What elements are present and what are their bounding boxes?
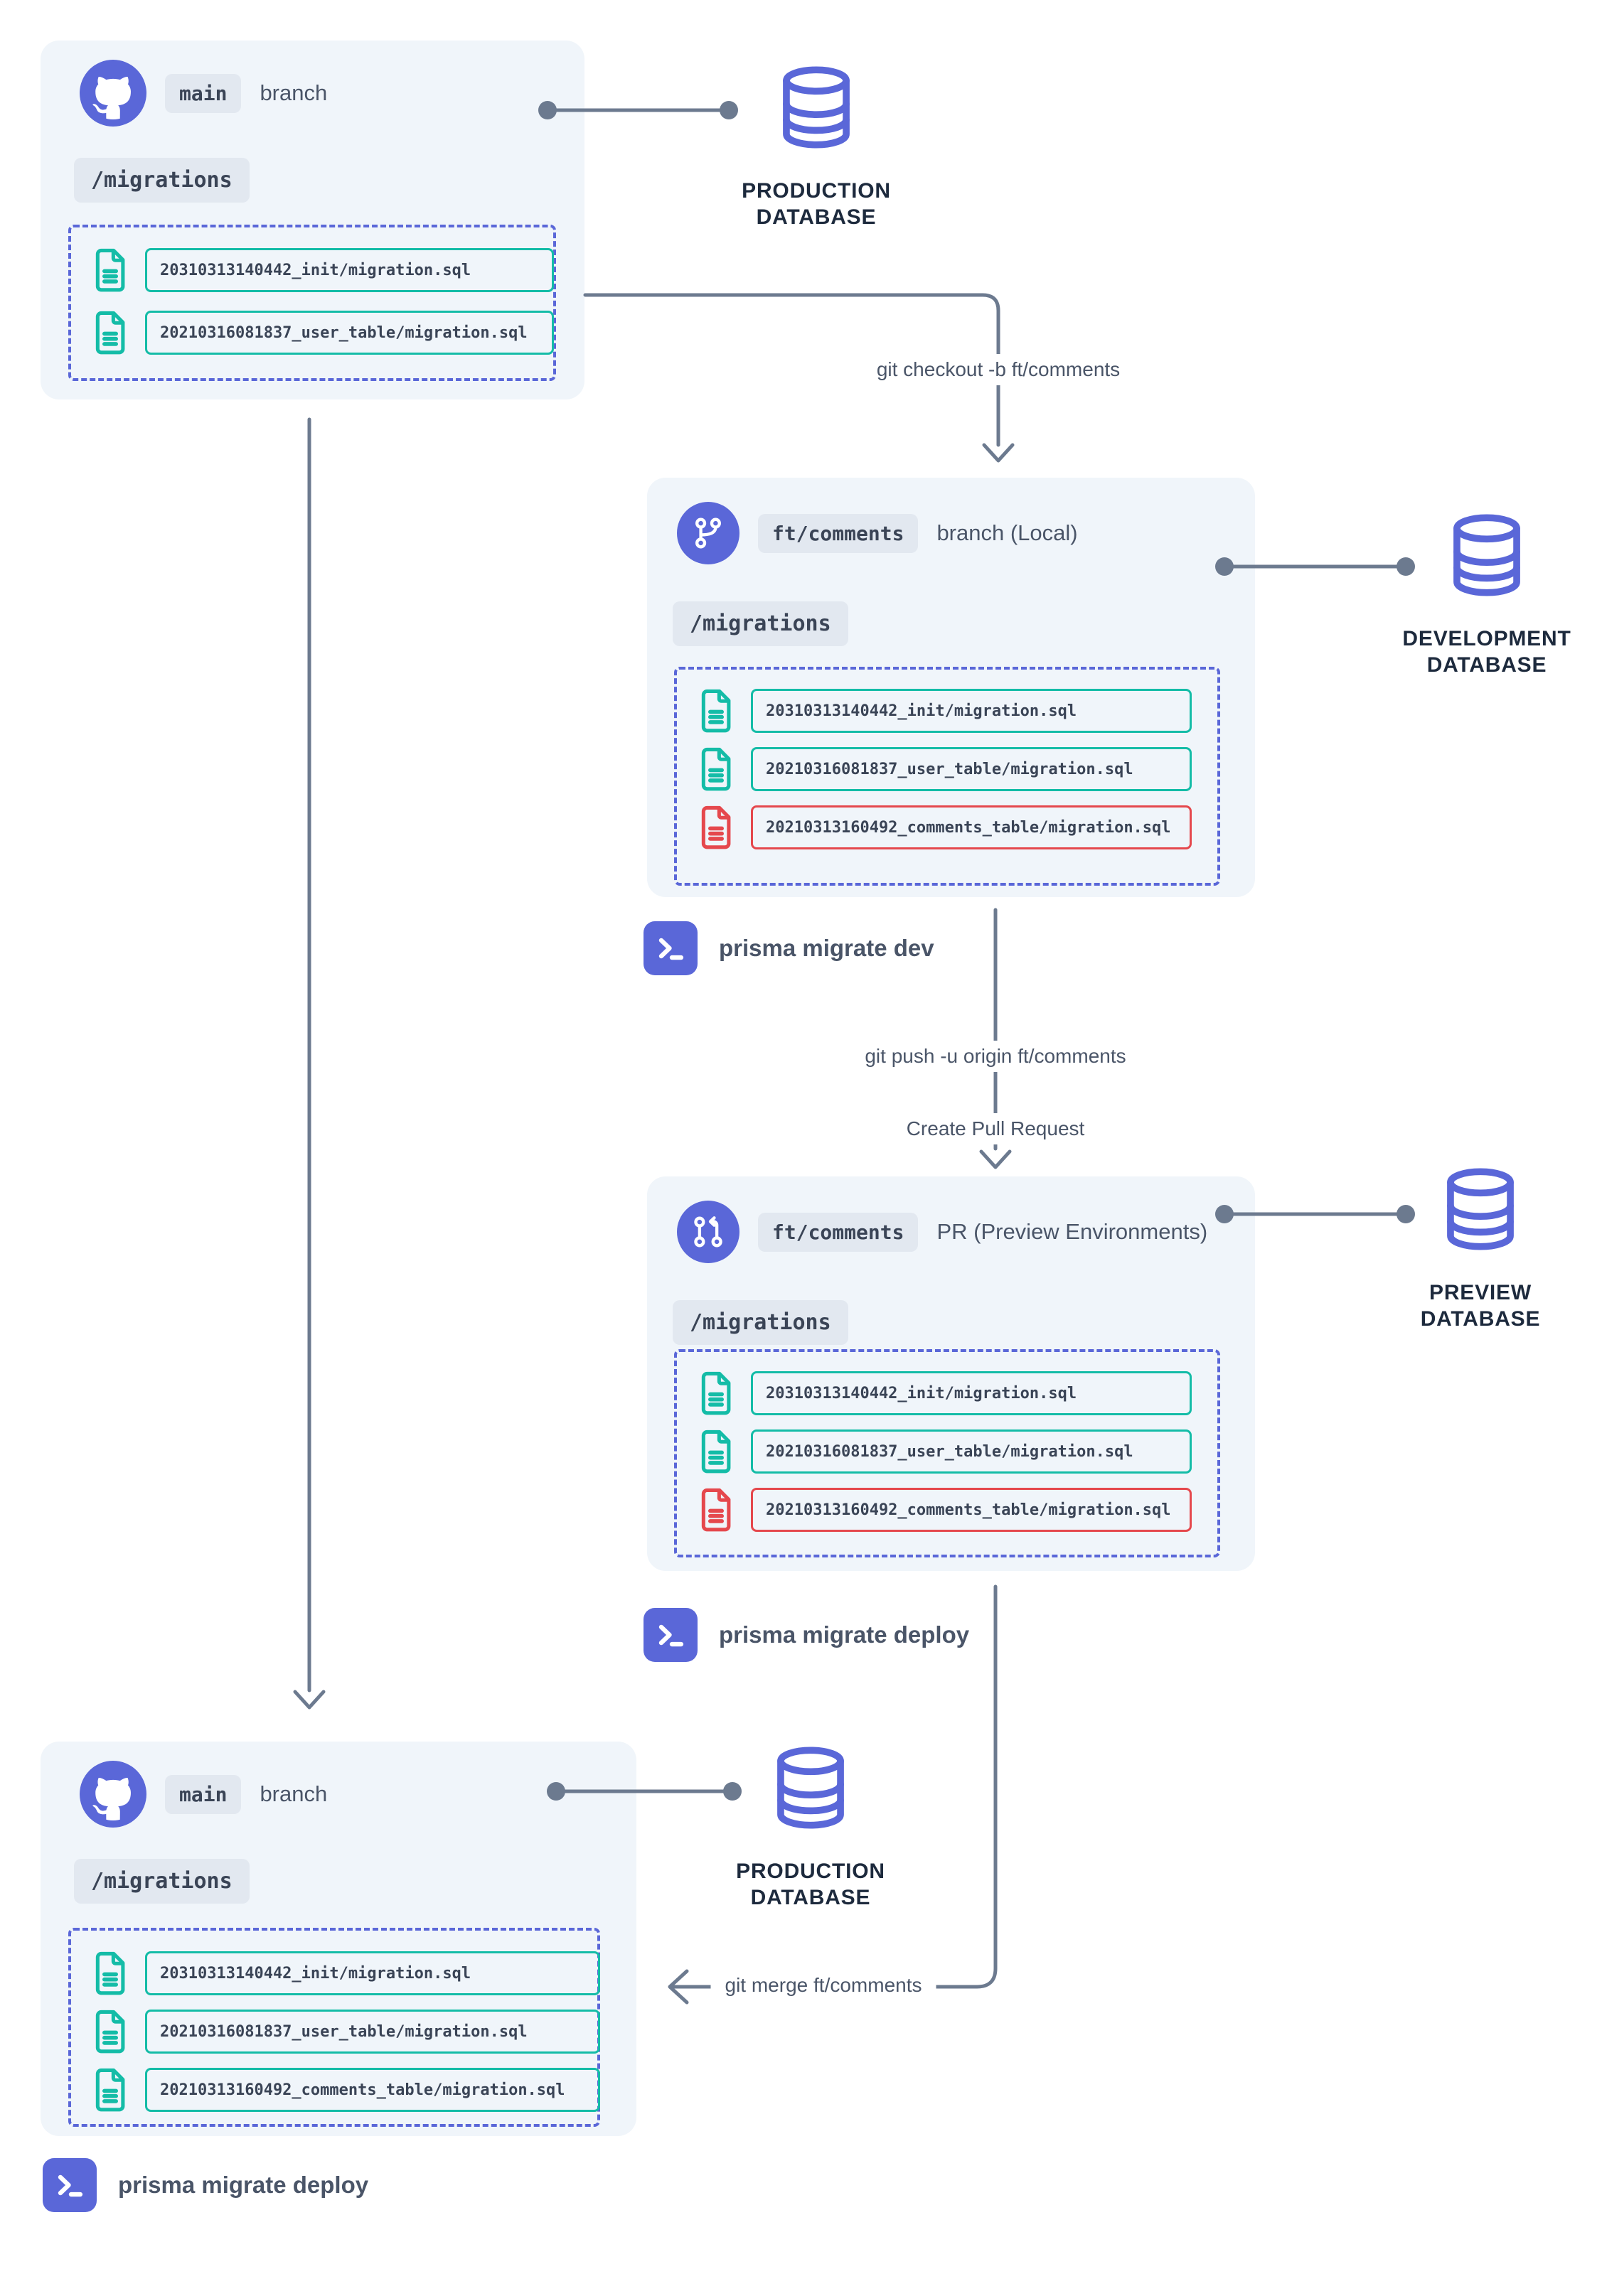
sql-file-icon (90, 246, 131, 294)
migration-file-row: 20310313140442_init/migration.sql (695, 1369, 1192, 1417)
migration-file-name: 20210316081837_user_table/migration.sql (751, 1429, 1192, 1474)
branch-name-badge: main (165, 73, 242, 113)
database-label-line2: DATABASE (756, 205, 877, 229)
migration-file-row: 20210316081837_user_table/migration.sql (90, 309, 554, 357)
command-label: prisma migrate deploy (118, 2172, 369, 2198)
prisma-migrate-deploy-command-pr: prisma migrate deploy (644, 1608, 969, 1662)
migrations-folder-outline (674, 667, 1220, 886)
sql-file-icon (695, 1486, 737, 1534)
branch-name-badge: main (165, 1774, 242, 1814)
terminal-prompt-icon (650, 928, 691, 969)
arrowhead-down-icon (979, 1149, 1012, 1169)
migration-file-name: 20210313160492_comments_table/migration.… (145, 2068, 600, 2112)
edge-label-merge: git merge ft/comments (710, 1970, 936, 2001)
database-label-line2: DATABASE (750, 1886, 871, 1909)
sql-file-icon (90, 309, 131, 357)
branch-title-label: branch (260, 1781, 328, 1806)
migrations-dir-badge: /migrations (673, 1300, 848, 1345)
migration-file-row: 20310313140442_init/migration.sql (90, 246, 554, 294)
branch-title-label: branch (Local) (936, 520, 1078, 545)
migrations-folder-outline (68, 225, 556, 381)
sql-file-icon (695, 803, 737, 852)
migration-file-row: 20310313140442_init/migration.sql (695, 687, 1192, 735)
sql-file-icon (695, 687, 737, 735)
migrations-dir-badge: /migrations (74, 158, 250, 203)
git-branch-icon (677, 502, 739, 564)
migration-file-name: 20310313140442_init/migration.sql (751, 689, 1192, 733)
migration-file-row-new: 20210313160492_comments_table/migration.… (695, 803, 1192, 852)
database-icon (769, 1743, 852, 1833)
branch-name-badge: ft/comments (758, 513, 919, 553)
migrations-folder-outline (674, 1349, 1220, 1557)
migration-file-name: 20210313160492_comments_table/migration.… (751, 805, 1192, 849)
feature-branch-local-panel (647, 478, 1255, 897)
database-label-line2: DATABASE (1420, 1307, 1541, 1331)
production-database-top: PRODUCTION DATABASE (717, 63, 916, 230)
migration-file-row: 20210316081837_user_table/migration.sql (695, 745, 1192, 793)
database-icon (775, 63, 858, 152)
database-label-line1: PRODUCTION (736, 1860, 885, 1883)
database-label-line1: PRODUCTION (742, 179, 891, 203)
github-octocat-icon (85, 65, 141, 121)
git-branch-glyph-icon (690, 515, 727, 552)
main-branch-bottom-header: main branch (80, 1761, 327, 1828)
terminal-prompt-icon (650, 1614, 691, 1656)
github-icon (80, 1761, 146, 1828)
git-pull-request-glyph-icon (690, 1213, 727, 1250)
branch-name-badge: ft/comments (758, 1212, 919, 1252)
database-label-line2: DATABASE (1426, 653, 1547, 677)
terminal-prompt-icon (49, 2164, 90, 2206)
migration-file-row: 20210316081837_user_table/migration.sql (90, 2007, 600, 2056)
database-label-line1: PREVIEW (1429, 1281, 1532, 1304)
production-database-bottom: PRODUCTION DATABASE (711, 1743, 910, 1911)
migration-file-name: 20210313160492_comments_table/migration.… (751, 1488, 1192, 1532)
edge-label-checkout: git checkout -b ft/comments (862, 354, 1135, 385)
command-label: prisma migrate deploy (719, 1621, 970, 1648)
migration-file-name: 20310313140442_init/migration.sql (145, 1951, 600, 1995)
database-label-line1: DEVELOPMENT (1402, 627, 1571, 650)
feature-branch-pr-panel (647, 1176, 1255, 1571)
migration-file-name: 20210316081837_user_table/migration.sql (145, 2010, 600, 2054)
arrowhead-down-icon (293, 1690, 326, 1710)
edge-label-push: git push -u origin ft/comments (850, 1041, 1141, 1072)
prisma-migrate-dev-command: prisma migrate dev (644, 921, 934, 975)
migration-file-row: 20210316081837_user_table/migration.sql (695, 1427, 1192, 1476)
database-icon (1439, 1164, 1522, 1254)
preview-database: PREVIEW DATABASE (1381, 1164, 1580, 1332)
arrowhead-left-icon (668, 1969, 689, 2005)
command-label: prisma migrate dev (719, 935, 934, 961)
feature-branch-header: ft/comments branch (Local) (677, 502, 1078, 564)
migration-file-name: 20310313140442_init/migration.sql (751, 1371, 1192, 1415)
terminal-icon (644, 921, 698, 975)
migration-file-name: 20310313140442_init/migration.sql (145, 248, 554, 292)
sql-file-icon (695, 745, 737, 793)
development-database: DEVELOPMENT DATABASE (1387, 510, 1586, 678)
terminal-icon (43, 2158, 97, 2212)
main-branch-top-header: main branch (80, 60, 327, 127)
sql-file-icon (695, 1427, 737, 1476)
terminal-icon (644, 1608, 698, 1662)
branch-title-label: branch (260, 80, 328, 105)
migration-file-row: 20210313160492_comments_table/migration.… (90, 2066, 600, 2114)
github-octocat-icon (85, 1766, 141, 1822)
git-pull-request-icon (677, 1201, 739, 1263)
migration-file-name: 20210316081837_user_table/migration.sql (145, 311, 554, 355)
migrations-dir-badge: /migrations (74, 1859, 250, 1904)
migration-file-row: 20310313140442_init/migration.sql (90, 1949, 600, 1997)
migration-file-name: 20210316081837_user_table/migration.sql (751, 747, 1192, 791)
github-icon (80, 60, 146, 127)
database-icon (1446, 510, 1528, 600)
sql-file-icon (90, 2066, 131, 2114)
prisma-migrate-deploy-command-bottom: prisma migrate deploy (43, 2158, 368, 2212)
arrowhead-down-icon (982, 443, 1015, 463)
edge-label-create-pr: Create Pull Request (892, 1113, 1099, 1144)
migrations-dir-badge: /migrations (673, 601, 848, 646)
feature-pr-header: ft/comments PR (Preview Environments) (677, 1201, 1207, 1263)
migration-file-row-new: 20210313160492_comments_table/migration.… (695, 1486, 1192, 1534)
sql-file-icon (695, 1369, 737, 1417)
sql-file-icon (90, 2007, 131, 2056)
pr-title-label: PR (Preview Environments) (936, 1219, 1208, 1244)
sql-file-icon (90, 1949, 131, 1997)
